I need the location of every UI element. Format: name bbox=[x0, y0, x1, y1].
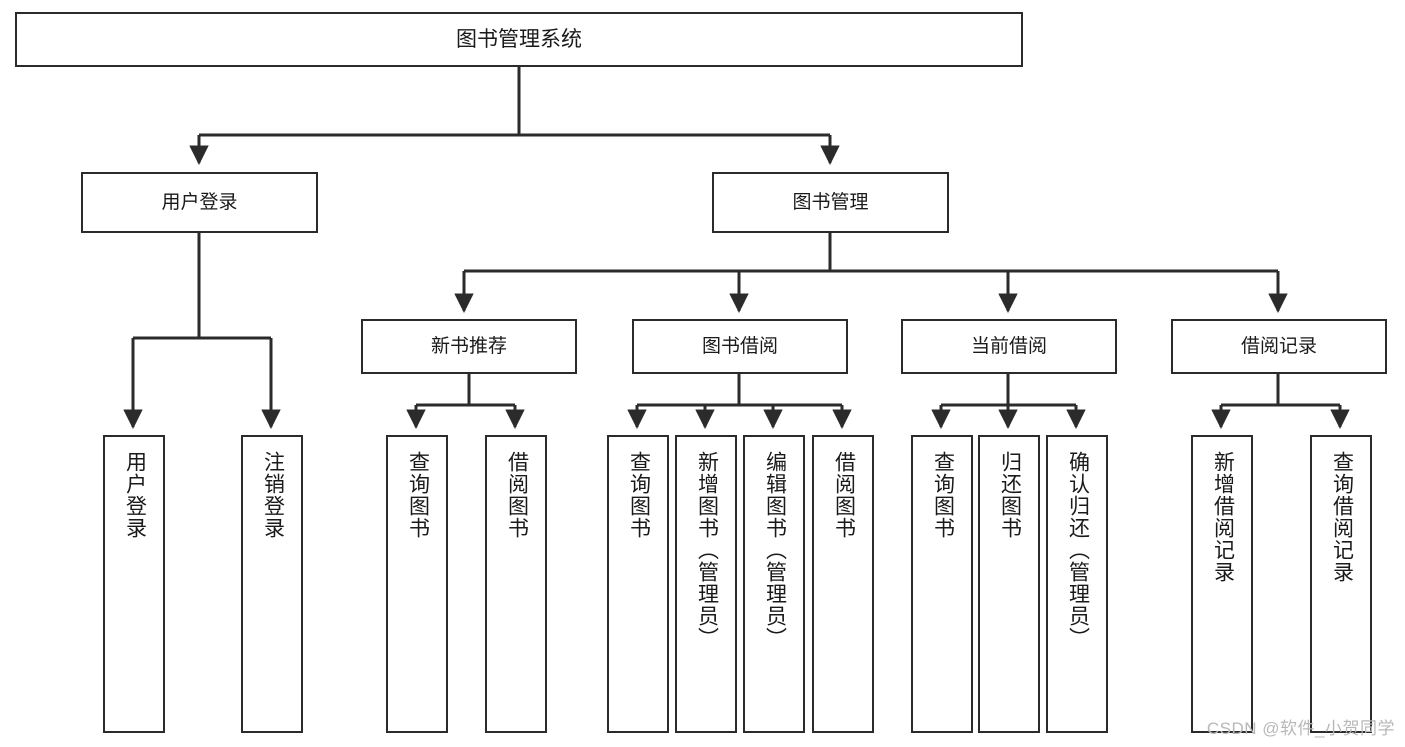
node-leaf-cur-query[interactable]: 查询图书 bbox=[911, 435, 973, 733]
node-label: 新书推荐 bbox=[430, 335, 507, 357]
node-leaf-borrow-query[interactable]: 查询图书 bbox=[607, 435, 669, 733]
node-leaf-rec-add[interactable]: 新增借阅记录 bbox=[1191, 435, 1253, 733]
node-leaf-borrow-add[interactable]: 新增图书（管理员） bbox=[675, 435, 737, 733]
node-leaf-user-login[interactable]: 用户登录 bbox=[103, 435, 165, 733]
node-label: 注销登录 bbox=[261, 451, 285, 539]
node-label: 查询图书 bbox=[627, 451, 651, 539]
node-leaf-rec-query2[interactable]: 查询借阅记录 bbox=[1310, 435, 1372, 733]
node-label: 查询图书 bbox=[406, 451, 430, 539]
node-new-book-rec[interactable]: 新书推荐 bbox=[361, 319, 577, 374]
node-leaf-borrow-lend[interactable]: 借阅图书 bbox=[812, 435, 874, 733]
node-label: 借阅记录 bbox=[1240, 335, 1317, 357]
node-label: 图书管理 bbox=[792, 191, 869, 213]
node-label: 借阅图书 bbox=[832, 451, 856, 539]
node-label: 编辑图书（管理员） bbox=[763, 451, 787, 649]
node-label: 归还图书 bbox=[998, 451, 1022, 539]
node-leaf-cur-return[interactable]: 归还图书 bbox=[978, 435, 1040, 733]
node-label: 新增借阅记录 bbox=[1211, 451, 1235, 583]
node-leaf-user-logout[interactable]: 注销登录 bbox=[241, 435, 303, 733]
node-leaf-rec-borrow[interactable]: 借阅图书 bbox=[485, 435, 547, 733]
node-leaf-borrow-edit[interactable]: 编辑图书（管理员） bbox=[743, 435, 805, 733]
node-label: 当前借阅 bbox=[970, 335, 1047, 357]
node-book-manage[interactable]: 图书管理 bbox=[712, 172, 949, 233]
node-label: 借阅图书 bbox=[505, 451, 529, 539]
node-label: 查询借阅记录 bbox=[1330, 451, 1354, 583]
node-label: 图书借阅 bbox=[701, 335, 778, 357]
node-root-system[interactable]: 图书管理系统 bbox=[15, 12, 1023, 67]
node-label: 图书管理系统 bbox=[456, 27, 582, 51]
node-user-login[interactable]: 用户登录 bbox=[81, 172, 318, 233]
node-leaf-rec-query[interactable]: 查询图书 bbox=[386, 435, 448, 733]
csdn-watermark: CSDN @软件_小贺同学 bbox=[1206, 719, 1395, 738]
node-borrow-record[interactable]: 借阅记录 bbox=[1171, 319, 1387, 374]
node-current-borrow[interactable]: 当前借阅 bbox=[901, 319, 1117, 374]
node-leaf-cur-confirm[interactable]: 确认归还（管理员） bbox=[1046, 435, 1108, 733]
node-label: 查询图书 bbox=[931, 451, 955, 539]
node-label: 用户登录 bbox=[161, 191, 238, 213]
node-book-borrow[interactable]: 图书借阅 bbox=[632, 319, 848, 374]
node-label: 用户登录 bbox=[123, 451, 147, 539]
node-label: 确认归还（管理员） bbox=[1066, 451, 1090, 649]
node-label: 新增图书（管理员） bbox=[695, 451, 719, 649]
